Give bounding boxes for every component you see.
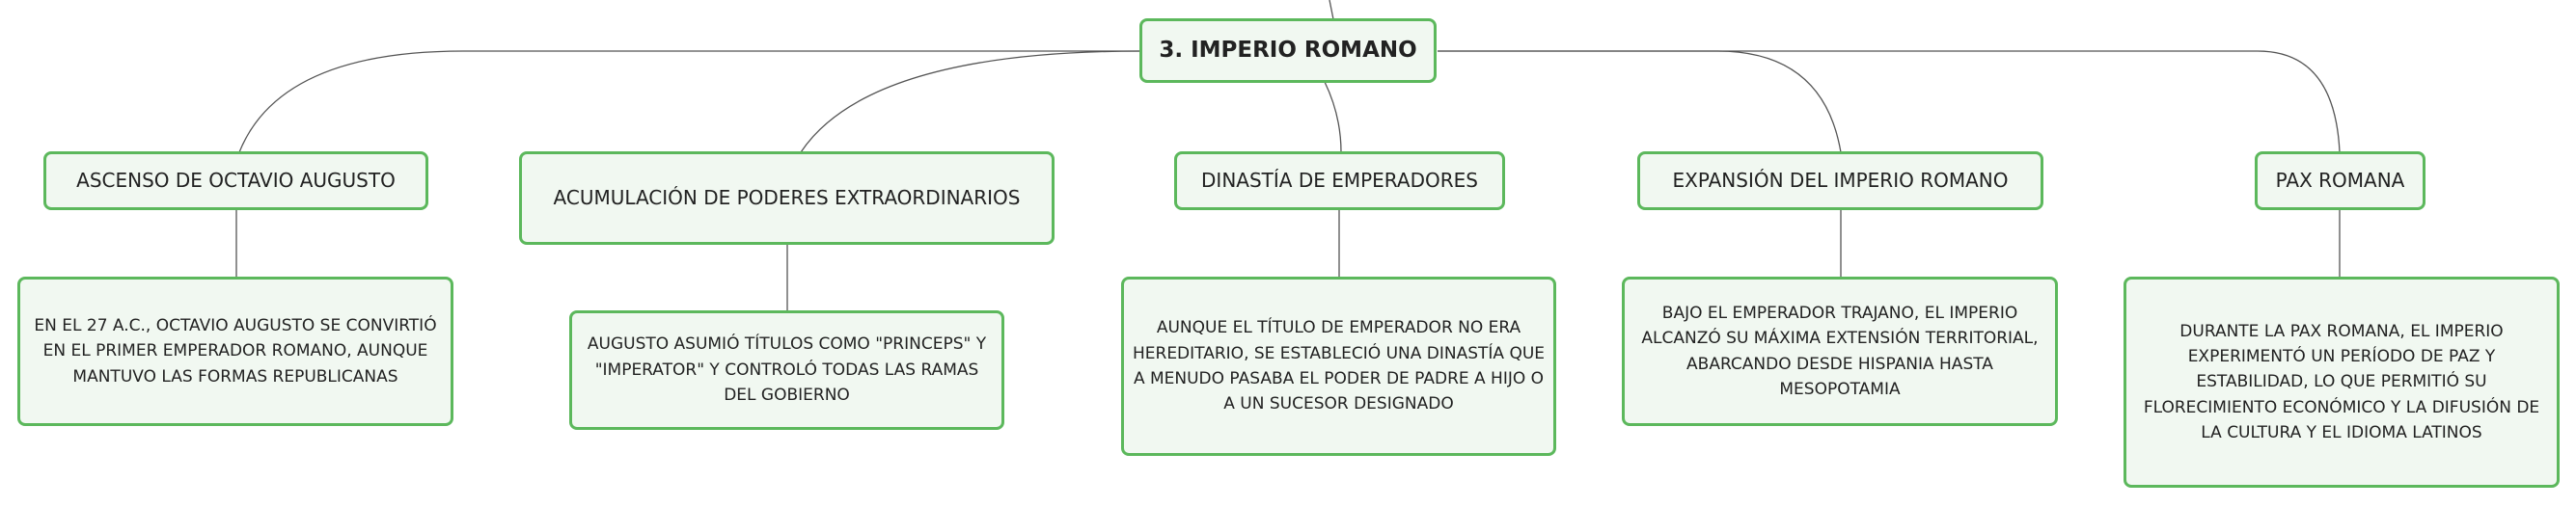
- detail-text: DURANTE LA PAX ROMANA, EL IMPERIO EXPERI…: [2143, 321, 2540, 443]
- topic-label: DINASTÍA DE EMPERADORES: [1201, 169, 1478, 192]
- detail-text: EN EL 27 A.C., OCTAVIO AUGUSTO SE CONVIR…: [34, 315, 437, 387]
- detail-node-pax-romana[interactable]: DURANTE LA PAX ROMANA, EL IMPERIO EXPERI…: [2124, 277, 2560, 488]
- connector-topic-1: [238, 50, 1141, 153]
- root-node[interactable]: 3. IMPERIO ROMANO: [1139, 18, 1437, 83]
- topic-node-acumulacion[interactable]: ACUMULACIÓN DE PODERES EXTRAORDINARIOS: [519, 151, 1055, 245]
- connector-topic-4: [1438, 50, 1842, 153]
- topic-node-dinastia[interactable]: DINASTÍA DE EMPERADORES: [1174, 151, 1505, 210]
- detail-text: AUNQUE EL TÍTULO DE EMPERADOR NO ERA HER…: [1132, 318, 1546, 414]
- topic-label: PAX ROMANA: [2275, 169, 2405, 192]
- detail-node-ascenso[interactable]: EN EL 27 A.C., OCTAVIO AUGUSTO SE CONVIR…: [17, 277, 453, 426]
- root-label: 3. IMPERIO ROMANO: [1159, 37, 1417, 63]
- topic-label: ACUMULACIÓN DE PODERES EXTRAORDINARIOS: [553, 186, 1021, 209]
- detail-text: BAJO EL EMPERADOR TRAJANO, EL IMPERIO AL…: [1641, 303, 2039, 399]
- topic-node-ascenso[interactable]: ASCENSO DE OCTAVIO AUGUSTO: [43, 151, 428, 210]
- detail-node-acumulacion[interactable]: AUGUSTO ASUMIÓ TÍTULOS COMO "PRINCEPS" Y…: [569, 310, 1004, 430]
- topic-label: EXPANSIÓN DEL IMPERIO ROMANO: [1672, 169, 2009, 192]
- topic-label: ASCENSO DE OCTAVIO AUGUSTO: [76, 169, 396, 192]
- detail-text: AUGUSTO ASUMIÓ TÍTULOS COMO "PRINCEPS" Y…: [587, 334, 987, 406]
- detail-node-dinastia[interactable]: AUNQUE EL TÍTULO DE EMPERADOR NO ERA HER…: [1121, 277, 1556, 456]
- connector-topic-5: [1438, 50, 2341, 153]
- connector-topic-2: [800, 50, 1142, 153]
- connector-topic-3: [1324, 81, 1342, 153]
- topic-node-expansion[interactable]: EXPANSIÓN DEL IMPERIO ROMANO: [1637, 151, 2043, 210]
- connector-parent: [1329, 0, 1334, 20]
- topic-node-pax-romana[interactable]: PAX ROMANA: [2255, 151, 2425, 210]
- detail-node-expansion[interactable]: BAJO EL EMPERADOR TRAJANO, EL IMPERIO AL…: [1622, 277, 2058, 426]
